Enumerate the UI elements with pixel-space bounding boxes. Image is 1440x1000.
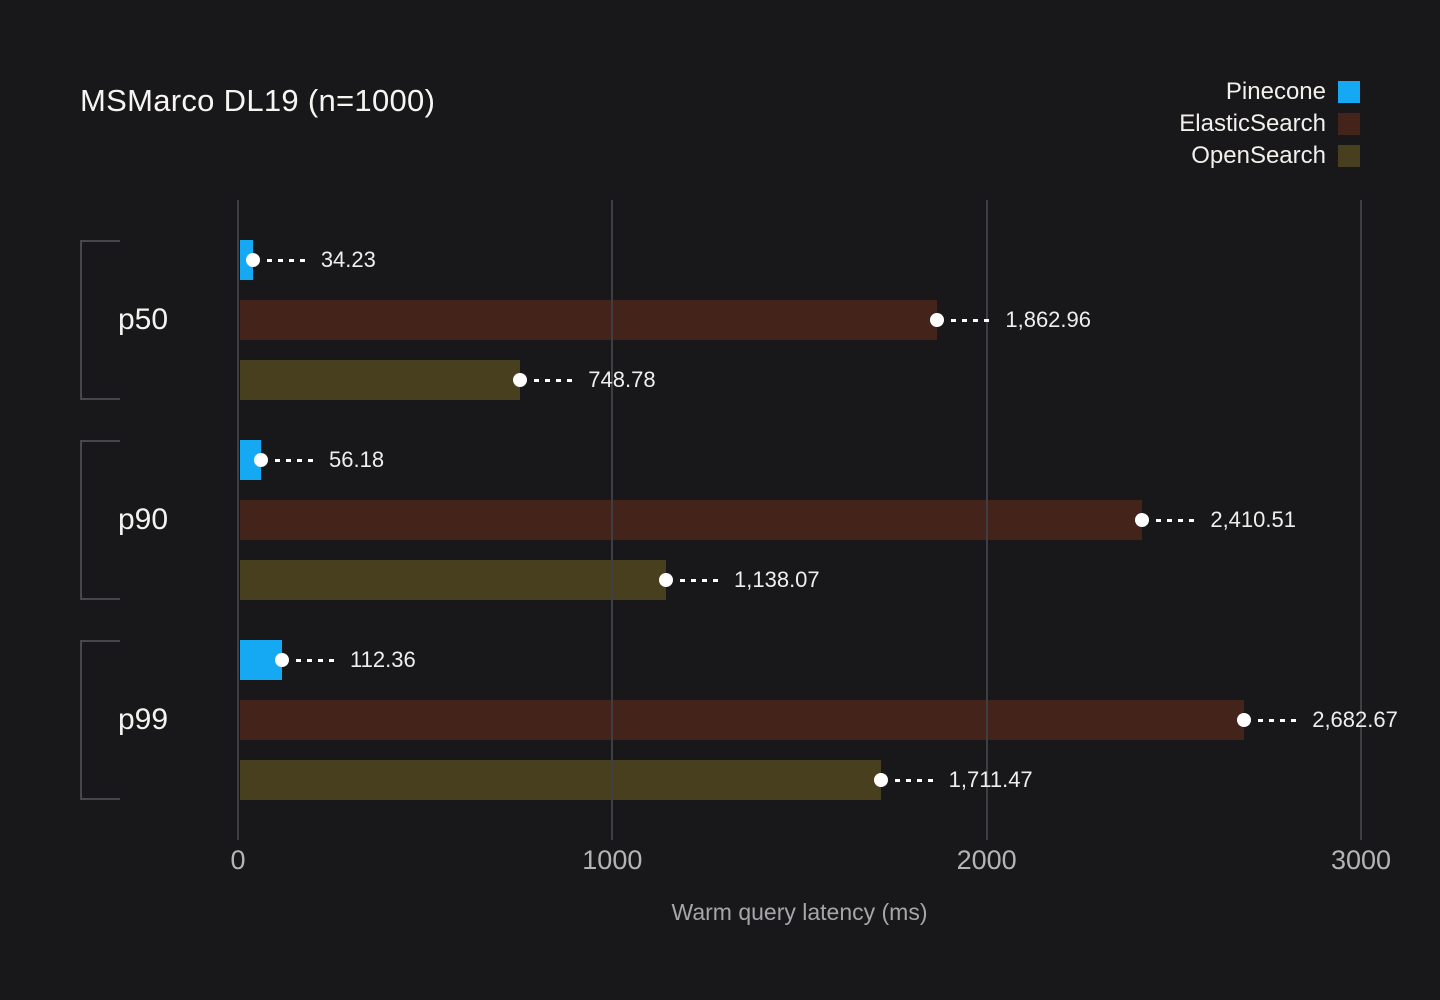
- bar-p50-opensearch: [240, 360, 521, 400]
- bar-endpoint-dot: [1135, 513, 1150, 527]
- value-label: 748.78: [588, 367, 656, 392]
- x-tick-label: 2000: [956, 845, 1017, 875]
- x-tick-label: 1000: [582, 845, 643, 875]
- leader-line: [275, 458, 318, 462]
- value-label: 34.23: [320, 247, 376, 272]
- value-label: 1,138.07: [734, 567, 820, 592]
- legend-item-pinecone[interactable]: Pinecone: [1225, 78, 1360, 105]
- bar-p50-elasticsearch: [240, 300, 938, 340]
- group-bracket-p50: [80, 240, 120, 400]
- leader-line: [894, 778, 937, 782]
- value-label: 1,862.96: [1005, 307, 1091, 332]
- chart-title: MSMarco DL19 (n=1000): [80, 83, 436, 118]
- leader-line: [680, 578, 723, 582]
- legend-label: OpenSearch: [1191, 142, 1326, 169]
- bar-endpoint-dot: [254, 453, 269, 467]
- leader-line: [296, 658, 339, 662]
- bar-p99-elasticsearch: [240, 700, 1245, 740]
- y-axis-line: [237, 200, 239, 840]
- bar-p90-pinecone: [240, 440, 262, 480]
- legend-label: ElasticSearch: [1179, 110, 1326, 137]
- value-label: 2,682.67: [1312, 707, 1398, 732]
- group-bracket-p90: [80, 440, 120, 600]
- value-label: 2,410.51: [1210, 507, 1296, 532]
- bar-endpoint-dot: [275, 653, 290, 667]
- value-label: 112.36: [350, 647, 416, 672]
- legend-swatch-icon: [1338, 144, 1360, 167]
- bar-p90-opensearch: [240, 560, 667, 600]
- bar-endpoint-dot: [873, 773, 888, 787]
- gridline: [985, 200, 988, 840]
- bar-endpoint-dot: [513, 373, 528, 387]
- bar-endpoint-dot: [659, 573, 674, 587]
- legend-label: Pinecone: [1225, 78, 1326, 105]
- leader-line: [266, 258, 309, 262]
- bar-p90-elasticsearch: [240, 500, 1143, 540]
- x-tick-label: 0: [230, 845, 246, 875]
- leader-line: [1156, 518, 1199, 522]
- gridline: [1360, 200, 1362, 840]
- category-label-p90: p90: [118, 503, 169, 536]
- bar-p99-pinecone: [240, 640, 283, 680]
- bar-endpoint-dot: [930, 313, 945, 327]
- plot-area: p50 34.23 1,862.96 748.78 p90 56.18 2,410.51 1,…: [80, 200, 1398, 840]
- legend-swatch-icon: [1338, 80, 1360, 103]
- leader-line: [1258, 718, 1301, 722]
- gridline: [611, 200, 614, 840]
- leader-line: [534, 378, 577, 382]
- value-label: 56.18: [329, 447, 385, 472]
- x-axis-label: Warm query latency (ms): [671, 899, 928, 925]
- value-label: 1,711.47: [948, 767, 1033, 792]
- bar-endpoint-dot: [245, 253, 260, 267]
- leader-line: [951, 318, 994, 322]
- category-label-p99: p99: [118, 703, 169, 736]
- x-tick-label: 3000: [1330, 845, 1392, 875]
- legend-swatch-icon: [1338, 112, 1360, 135]
- legend-item-opensearch[interactable]: OpenSearch: [1191, 142, 1360, 169]
- bar-endpoint-dot: [1237, 713, 1252, 727]
- legend-item-elasticsearch[interactable]: ElasticSearch: [1179, 110, 1360, 137]
- group-bracket-p99: [80, 640, 120, 800]
- category-label-p50: p50: [118, 303, 169, 336]
- bar-p99-opensearch: [240, 760, 881, 800]
